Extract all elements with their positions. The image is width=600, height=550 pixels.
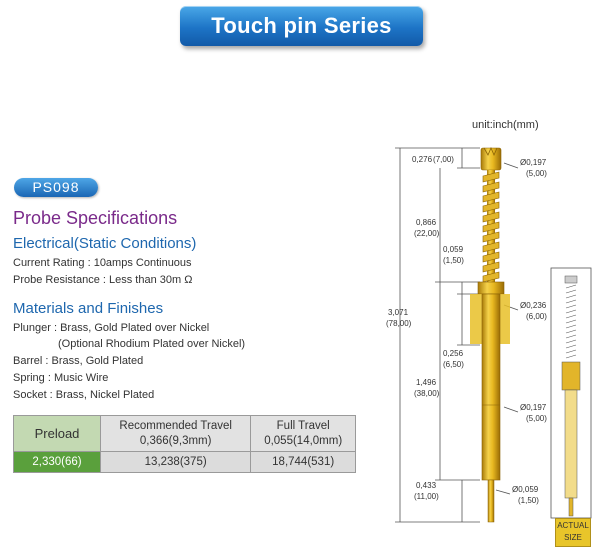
electrical-heading: Electrical(Static Conditions) [13, 235, 197, 252]
value-recommended: 13,238(375) [99, 451, 252, 473]
dim-socket: 0,256 [443, 349, 464, 358]
header-full-travel: Full Travel 0,055(14,0mm) [250, 415, 356, 452]
header-full-value: 0,055(14,0mm) [264, 434, 343, 447]
header-recommended-value: 0,366(9,3mm) [139, 434, 212, 447]
actual-label-line2: SIZE [564, 533, 582, 542]
unit-label: unit:inch(mm) [472, 119, 539, 131]
force-table: Preload Recommended Travel 0,366(9,3mm) … [13, 415, 356, 473]
dim-total-length-mm: (78,00) [386, 319, 412, 328]
dim-spring-length: 0,866 [416, 218, 437, 227]
dim-collar: 0,059 [443, 245, 464, 254]
dim-socket-dia: Ø0,236 [520, 301, 547, 310]
dim-socket-dia-mm: (6,00) [526, 312, 547, 321]
dim-tip: 0,433 [416, 481, 437, 490]
dim-tip-dia-mm: (1,50) [518, 496, 539, 505]
dim-head-dia-mm: (5,00) [526, 169, 547, 178]
dim-barrel: 1,496 [416, 378, 437, 387]
materials-heading: Materials and Finishes [13, 300, 164, 317]
header-preload: Preload [13, 415, 101, 452]
probe-resistance: Probe Resistance : Less than 30m Ω [13, 274, 193, 286]
probe-pin [470, 146, 510, 523]
material-plunger-option: (Optional Rhodium Plated over Nickel) [58, 338, 246, 350]
header-full-label: Full Travel [276, 419, 330, 432]
dim-tip-mm: (11,00) [414, 492, 439, 501]
dim-barrel-dia: Ø0,197 [520, 403, 547, 412]
dim-tip-dia: Ø0,059 [512, 485, 539, 494]
material-socket: Socket : Brass, Nickel Plated [13, 389, 155, 401]
table-row: 2,330(66) 13,238(375) 18,744(531) [13, 451, 356, 473]
actual-size-inset [550, 267, 592, 519]
dim-collar-mm: (1,50) [443, 256, 464, 265]
actual-label-line1: ACTUAL [557, 521, 589, 530]
material-barrel: Barrel : Brass, Gold Plated [13, 355, 144, 367]
current-rating: Current Rating : 10amps Continuous [13, 257, 192, 269]
dim-total-length: 3,071 [388, 308, 409, 317]
material-spring: Spring : Music Wire [13, 372, 109, 384]
actual-size-label: ACTUAL SIZE [555, 518, 591, 547]
value-full: 18,744(531) [250, 451, 356, 473]
dim-head-dia: Ø0,197 [520, 158, 547, 167]
page-title: Touch pin Series [180, 6, 423, 46]
dim-top-length: 0,276(7,00) [412, 155, 454, 164]
value-preload: 2,330(66) [13, 451, 101, 473]
material-plunger: Plunger : Brass, Gold Plated over Nickel [13, 322, 210, 334]
model-badge: PS098 [14, 178, 98, 197]
header-recommended-label: Recommended Travel [119, 419, 232, 432]
spec-heading: Probe Specifications [13, 208, 178, 228]
dim-socket-mm: (6,50) [443, 360, 464, 369]
dim-barrel-dia-mm: (5,00) [526, 414, 547, 423]
dim-spring-length-mm: (22,00) [414, 229, 440, 238]
dim-barrel-mm: (38,00) [414, 389, 440, 398]
